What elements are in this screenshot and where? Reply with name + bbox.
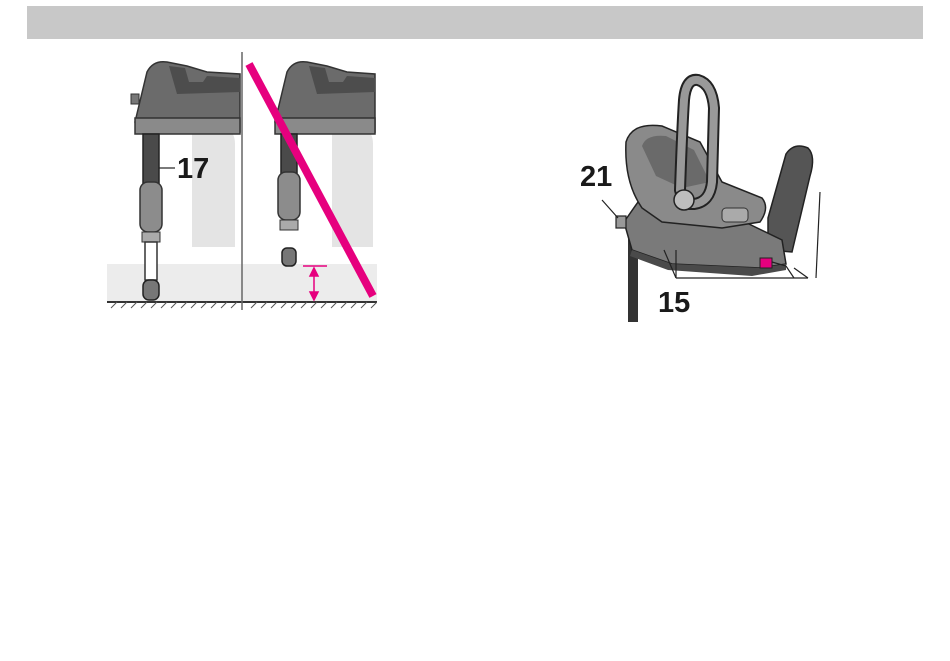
callout-21: 21 [580,161,612,193]
header-bar [27,6,923,39]
callout-17: 17 [177,153,209,185]
support-leg-figure: 17 [107,52,377,314]
infant-carrier-illustration: 21 15 [572,72,828,322]
callout-15: 15 [658,287,690,319]
callout-leader [602,200,618,218]
isofix-base-right [275,62,375,134]
support-leg-illustration: 17 [107,52,377,314]
harness-pad [722,208,748,222]
isofix-base-left [131,62,240,134]
background-seat-shape [192,130,235,247]
handle-pivot [674,190,694,210]
seat-outline [816,192,820,278]
isofix-indicator [760,258,772,268]
infant-carrier-figure: 21 15 [572,72,828,322]
